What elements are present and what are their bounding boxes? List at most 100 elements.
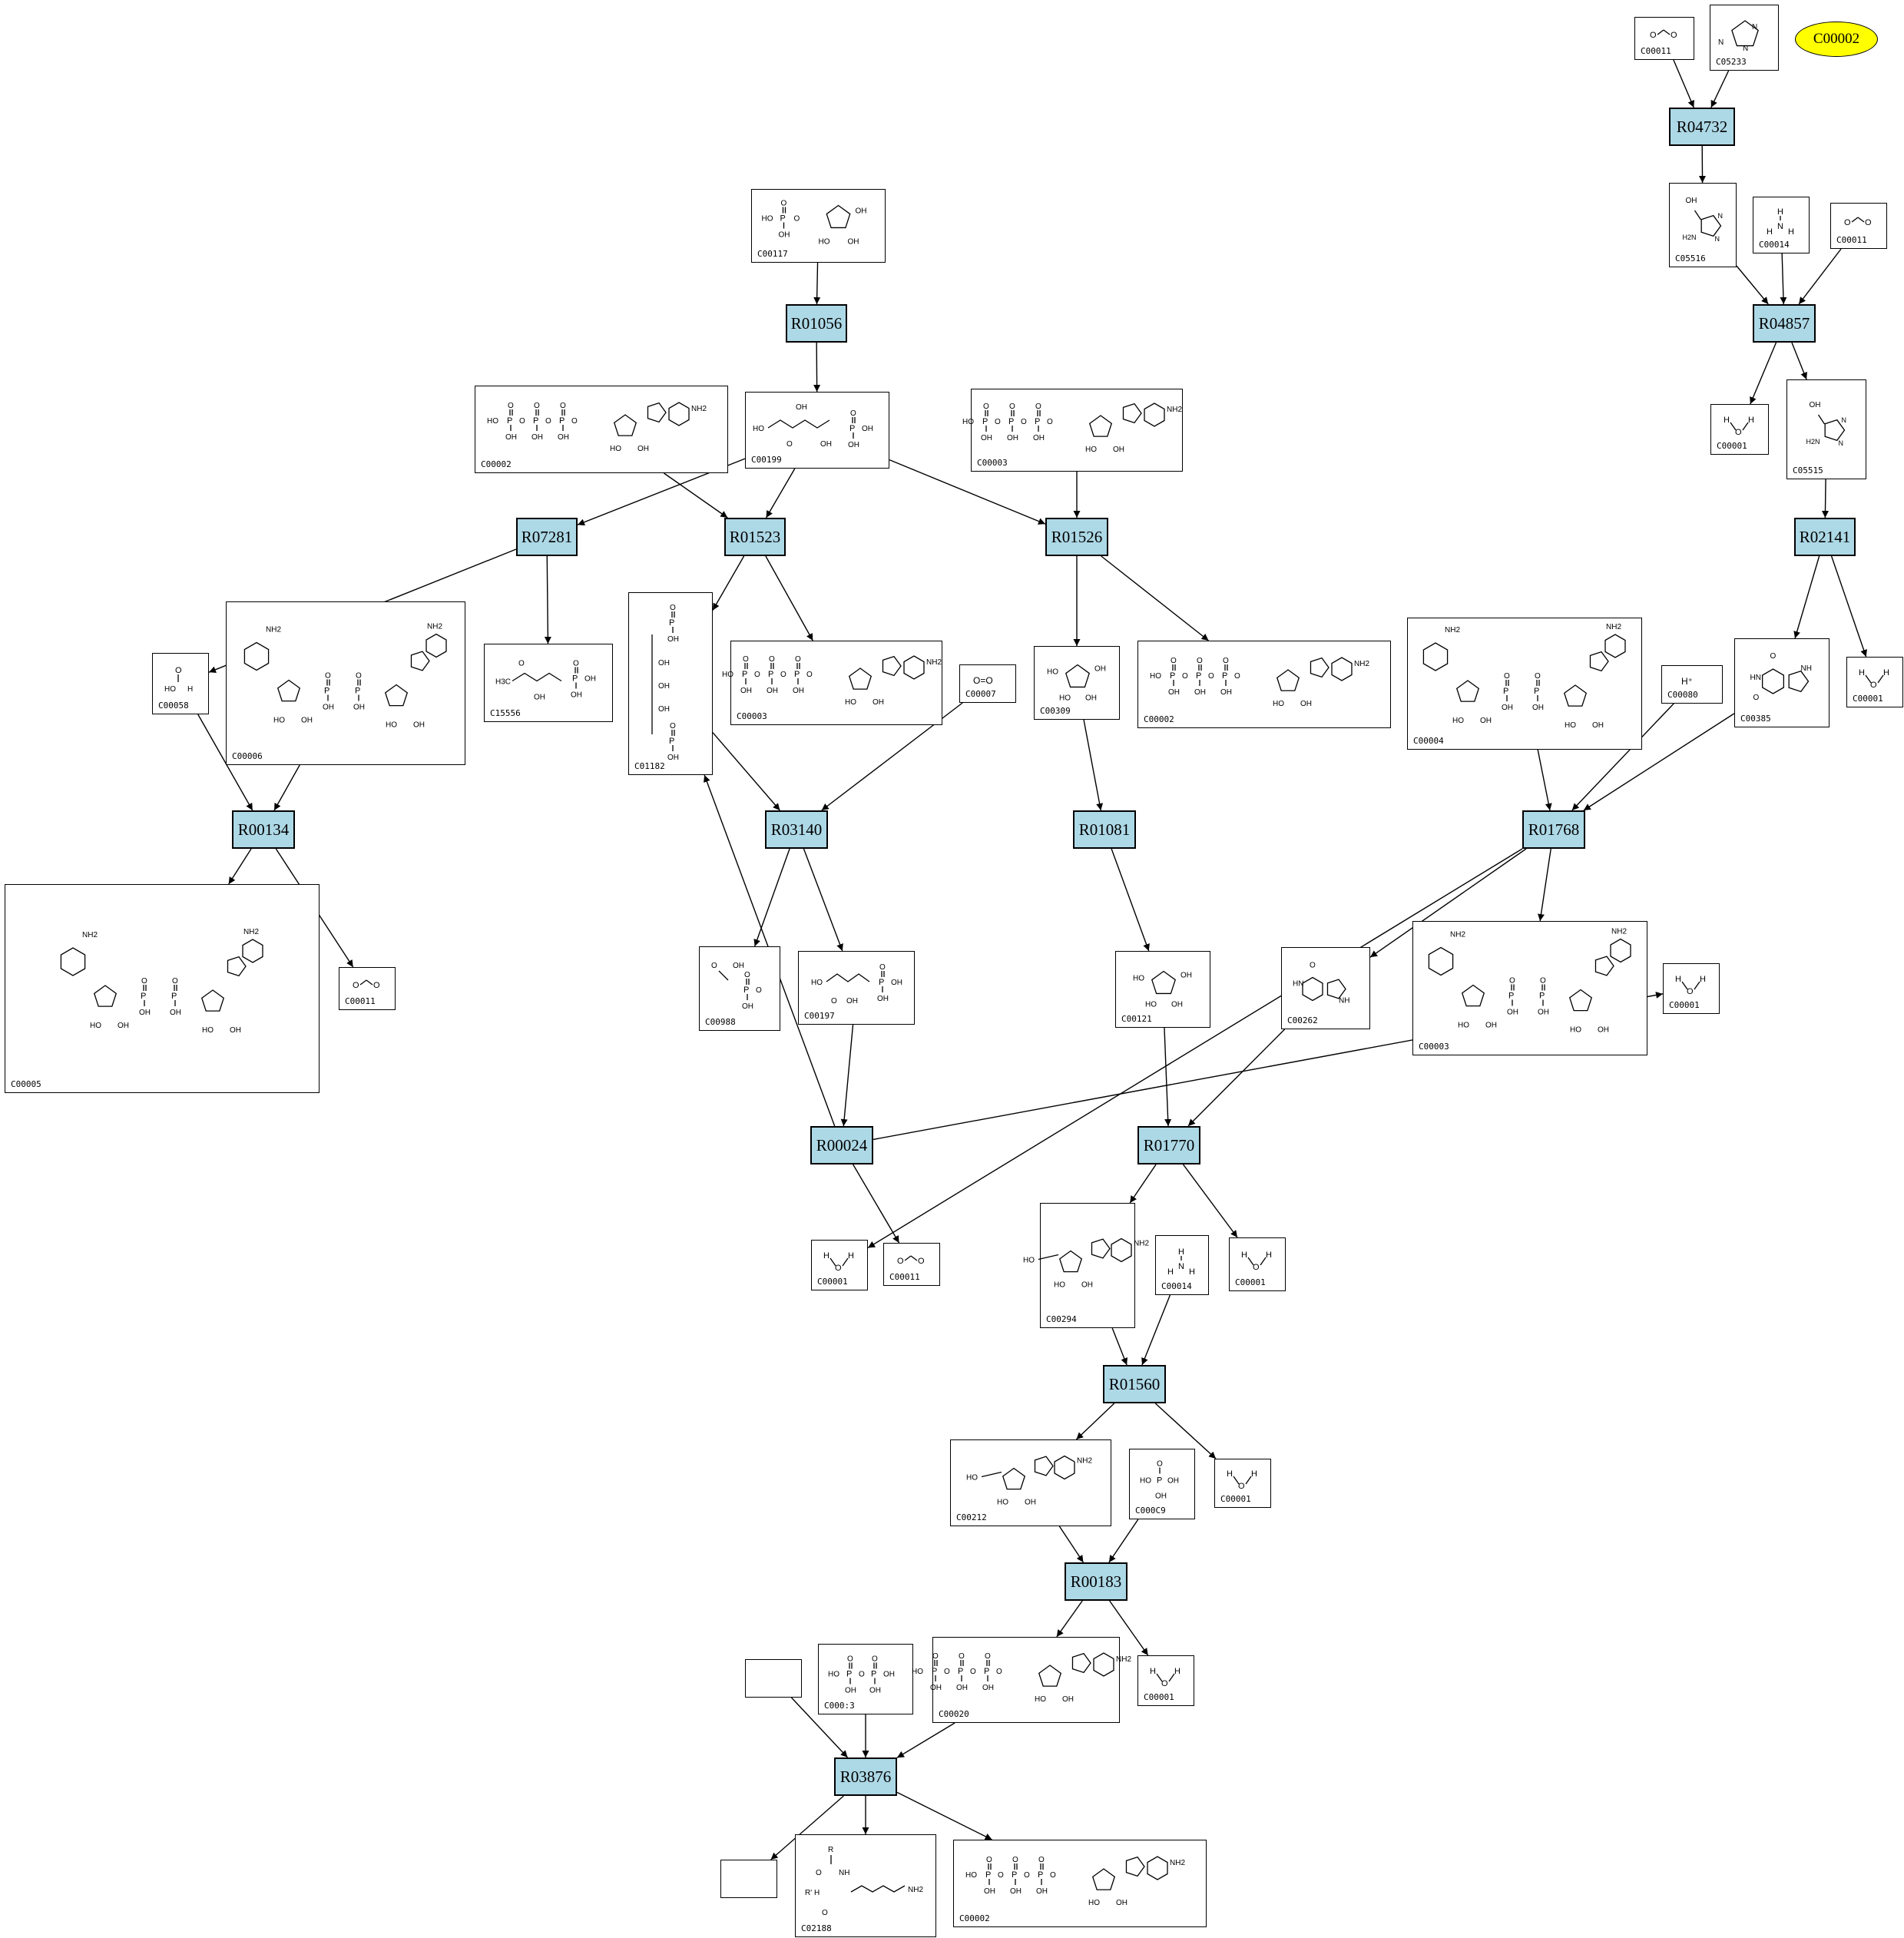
- svg-text:P: P: [849, 424, 855, 433]
- svg-text:OH: OH: [1171, 1001, 1183, 1009]
- reaction-r04732[interactable]: R04732: [1669, 108, 1735, 146]
- reaction-r00134[interactable]: R00134: [232, 810, 295, 849]
- reaction-r03140[interactable]: R03140: [765, 810, 828, 849]
- svg-text:HO: HO: [762, 215, 773, 224]
- compound-empty[interactable]: [720, 1860, 777, 1898]
- water-structure-icon: HOH: [1859, 668, 1889, 690]
- svg-text:OH: OH: [1010, 1887, 1022, 1896]
- svg-text:O: O: [172, 977, 178, 986]
- svg-text:O: O: [1021, 418, 1027, 426]
- reaction-r04857[interactable]: R04857: [1753, 304, 1816, 343]
- svg-text:H: H: [1777, 207, 1783, 217]
- edge-R01523-to-c3b: [765, 555, 813, 641]
- reaction-r03876[interactable]: R03876: [834, 1757, 897, 1796]
- reaction-r00183[interactable]: R00183: [1065, 1562, 1127, 1601]
- svg-text:P: P: [985, 1870, 991, 1880]
- compound-c00080[interactable]: H⁺C00080: [1661, 665, 1723, 704]
- svg-text:NH: NH: [839, 1869, 849, 1877]
- edge-R07281-to-c15556: [544, 555, 551, 644]
- reaction-r02141[interactable]: R02141: [1794, 518, 1856, 556]
- reaction-label: R04857: [1758, 313, 1810, 333]
- svg-text:O: O: [794, 215, 800, 224]
- svg-text:NH2: NH2: [82, 931, 98, 939]
- compound-id-label: C00001: [1717, 441, 1747, 451]
- compound-empty[interactable]: [745, 1659, 802, 1698]
- svg-text:OH: OH: [230, 1026, 241, 1035]
- edge-R02141-to-c385: [1793, 555, 1820, 639]
- compound-id-label: C00197: [804, 1011, 835, 1021]
- highlighted-compound-ellipse[interactable]: C00002: [1795, 22, 1878, 57]
- svg-text:HO: HO: [753, 425, 764, 433]
- svg-text:OH: OH: [301, 717, 313, 725]
- compound-id-label: C00001: [1235, 1277, 1266, 1287]
- svg-text:NH2: NH2: [1116, 1655, 1131, 1664]
- reaction-r01056[interactable]: R01056: [786, 304, 847, 343]
- svg-text:NH2: NH2: [1354, 660, 1369, 668]
- svg-text:HO: HO: [1047, 668, 1058, 677]
- svg-text:H: H: [848, 1251, 854, 1261]
- reaction-r01081[interactable]: R01081: [1073, 810, 1136, 849]
- reaction-r01560[interactable]: R01560: [1103, 1365, 1166, 1403]
- svg-text:OH: OH: [742, 1002, 753, 1011]
- svg-text:HO: HO: [487, 417, 498, 426]
- svg-text:P: P: [1539, 992, 1545, 1001]
- reaction-r01526[interactable]: R01526: [1045, 518, 1108, 556]
- reaction-r00024[interactable]: R00024: [810, 1126, 873, 1164]
- svg-text:O: O: [353, 981, 359, 990]
- reaction-r07281[interactable]: R07281: [516, 518, 578, 556]
- compound-id-label: C00262: [1287, 1015, 1318, 1025]
- reaction-r01523[interactable]: R01523: [724, 518, 786, 556]
- compound-id-label: C01182: [634, 761, 665, 771]
- reaction-r01768[interactable]: R01768: [1522, 810, 1585, 849]
- edge-R03140-to-c197: [803, 848, 843, 952]
- reaction-r01770[interactable]: R01770: [1137, 1126, 1200, 1164]
